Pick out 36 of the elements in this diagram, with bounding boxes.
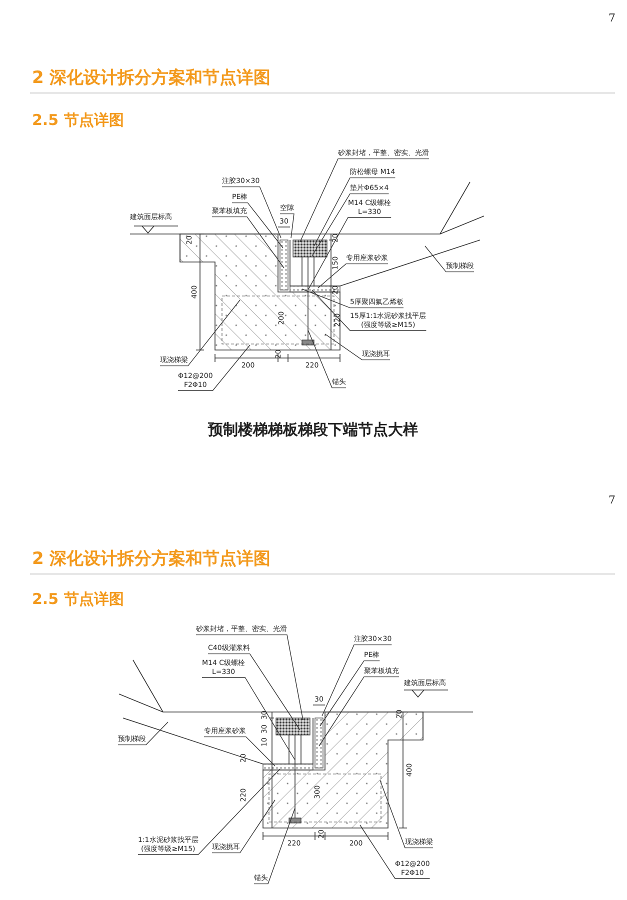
leader-line [324,334,390,360]
leader-line [318,263,388,288]
leader-line [212,800,276,854]
leader-line [178,344,250,391]
leader-line [160,300,240,366]
leader-line [314,177,396,246]
leader-line [308,217,392,290]
figure-caption: 预制楼梯梯板梯段下端节点大样 [208,422,418,438]
leader-line [322,644,392,716]
leader-line [196,634,304,720]
leader-line [308,330,346,388]
leader-line [212,216,284,268]
leader-line [232,202,284,248]
subsection-heading: 2.5 节点详图 [32,592,124,607]
leader-line [318,676,400,746]
leader-line [280,213,294,238]
leader-line [302,288,404,308]
leader-line [320,660,380,726]
leader-line [424,246,474,272]
leader-line [312,193,390,256]
leader-line [118,722,168,746]
leader-line [202,677,296,760]
leader-line [380,780,434,848]
leader-line [222,186,282,238]
leader-line [204,736,276,766]
leader-line [138,768,280,855]
leader-line [208,653,300,730]
leader-line [312,290,427,331]
leader-line [254,808,296,884]
leader-line [360,824,430,879]
section-heading: 2 深化设计拆分方案和节点详图 [32,70,271,87]
leader-line [300,158,430,242]
section-heading: 2 深化设计拆分方案和节点详图 [32,551,271,568]
subsection-heading: 2.5 节点详图 [32,113,124,128]
page-number: 7 [608,12,616,24]
page-number: 7 [608,494,616,506]
